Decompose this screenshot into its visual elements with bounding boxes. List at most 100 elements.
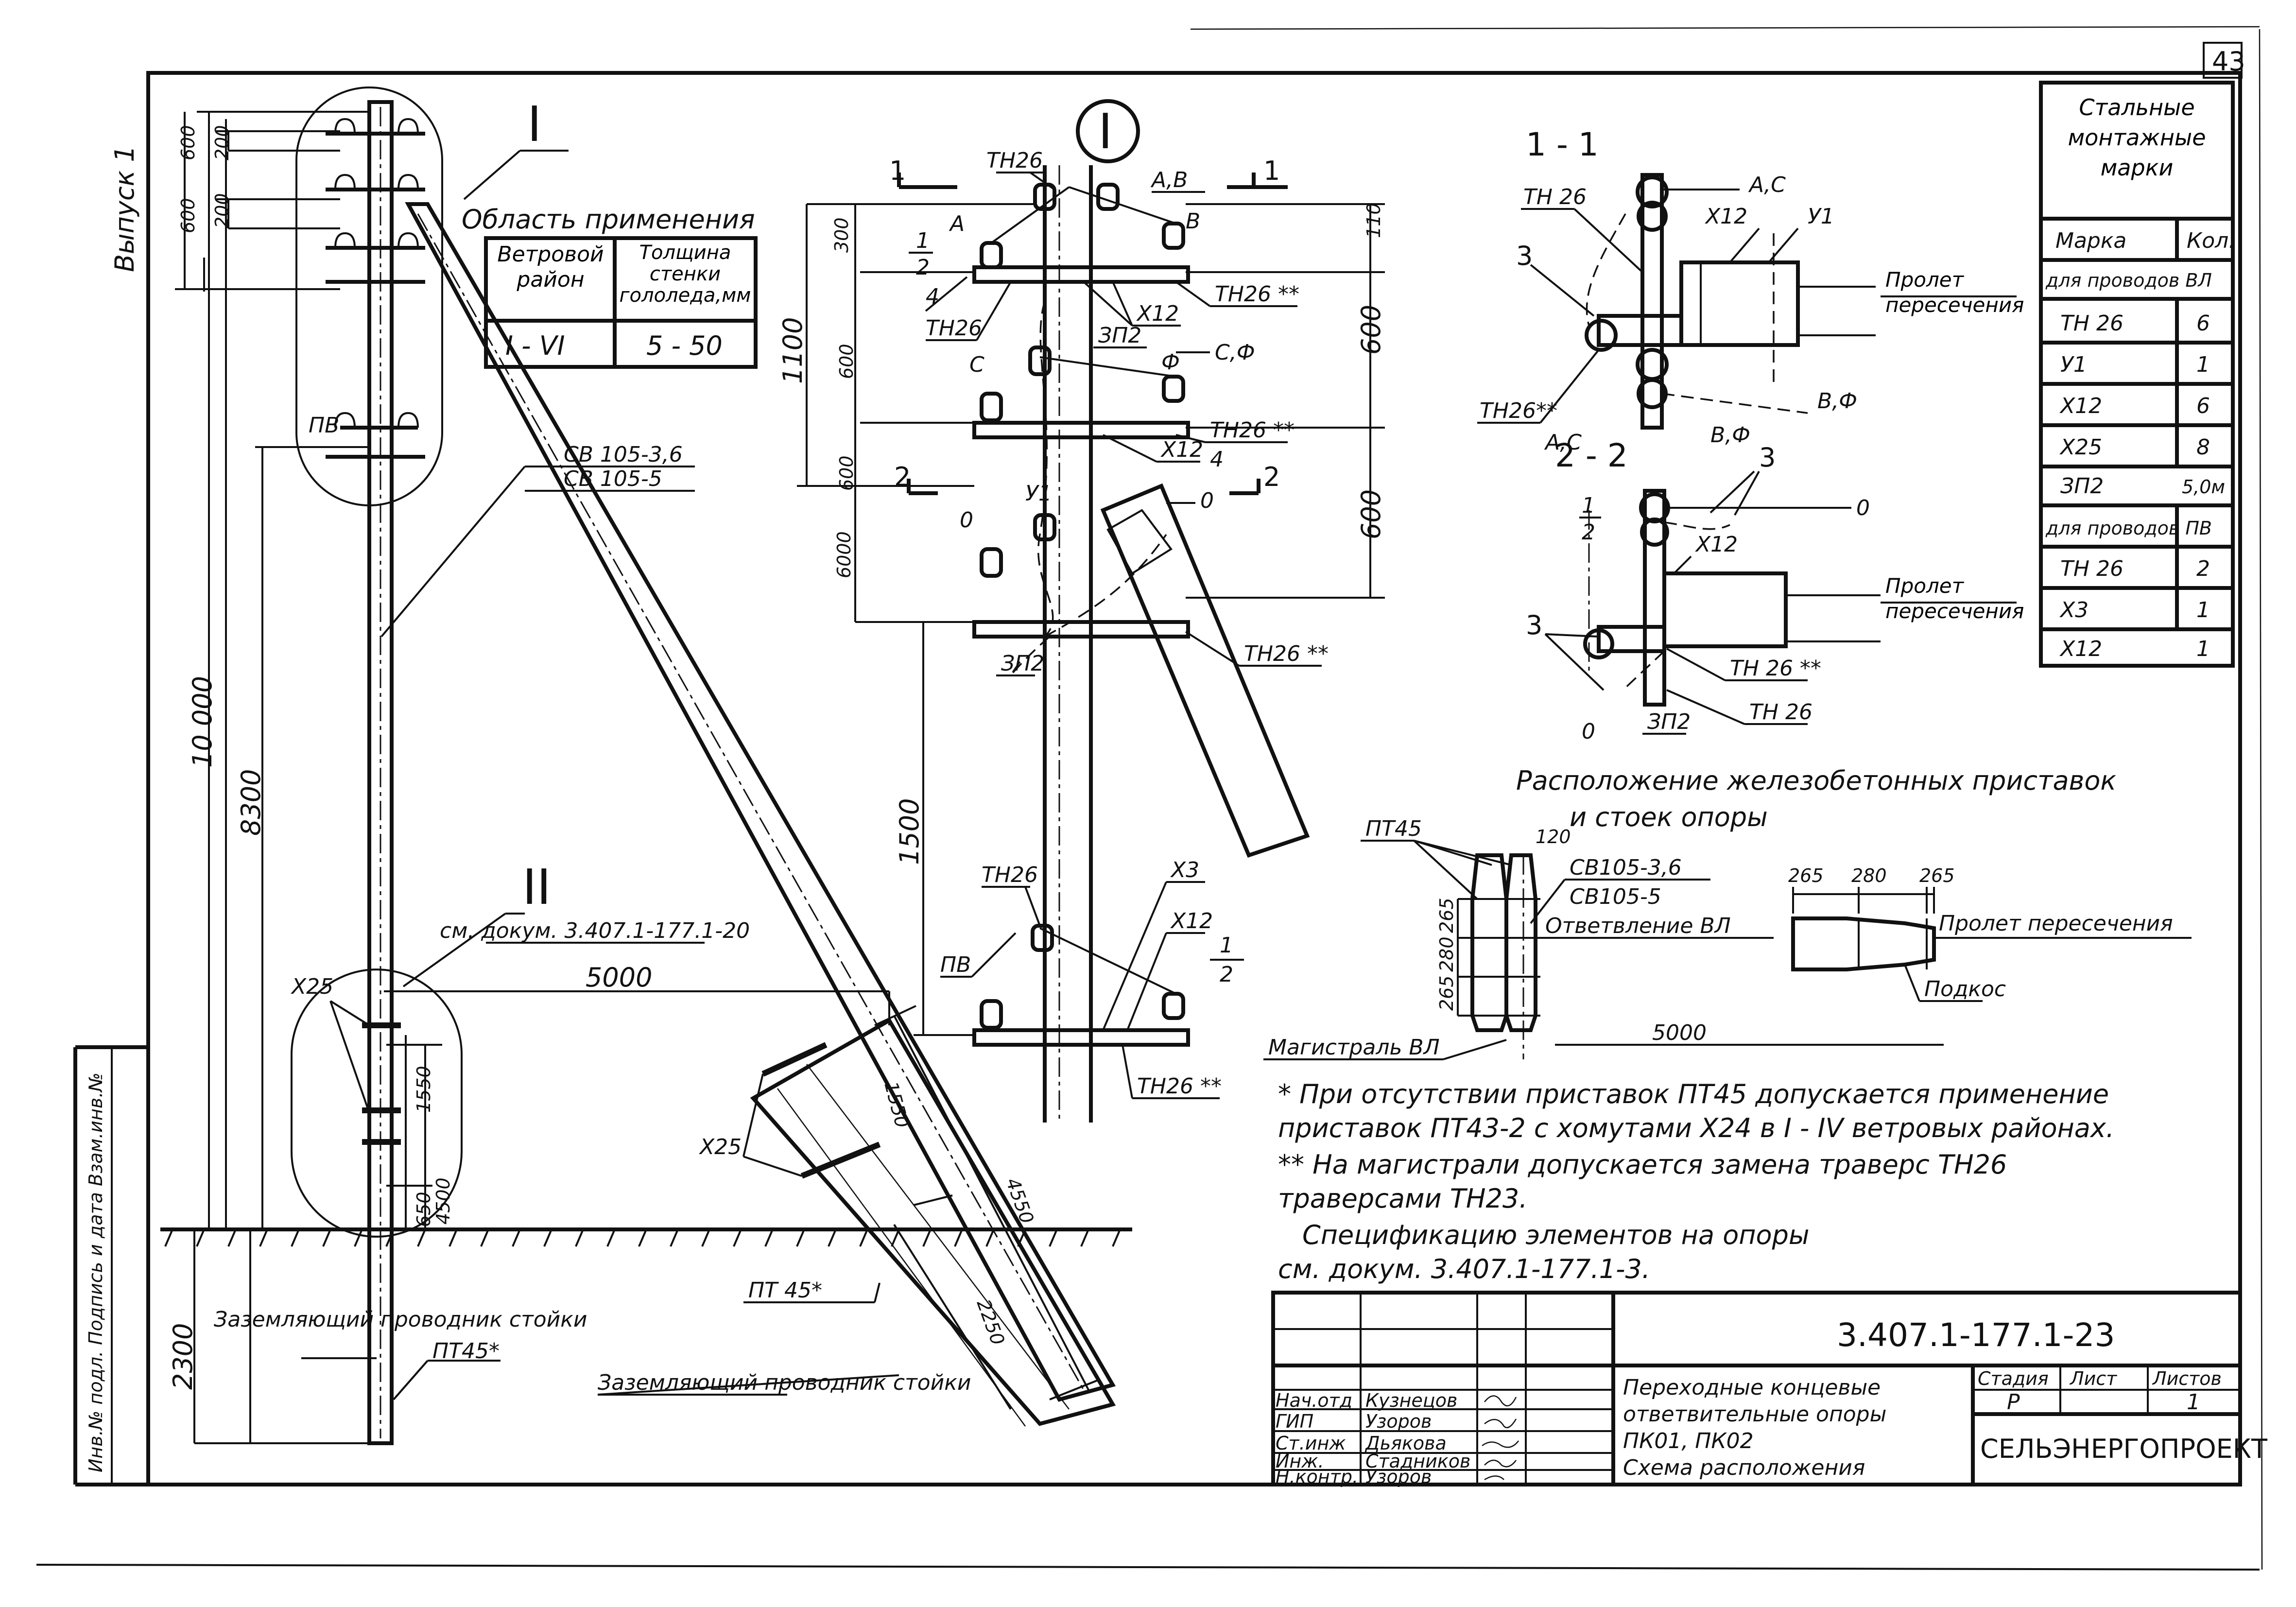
signature-role-4: Инж. xyxy=(1276,1451,1324,1472)
clamp-x25-label: Х25 xyxy=(291,974,333,999)
marks-row2-1-qty: 1 xyxy=(2196,598,2210,622)
s22-tn26-star: ТН 26 ** xyxy=(1730,656,1821,681)
label-tn26-left: ТН26 xyxy=(926,316,982,341)
s11-vf: В,Ф xyxy=(1817,389,1857,414)
dim-200-second: 200 xyxy=(211,193,233,228)
marks-row1-3-mark: Х25 xyxy=(2059,435,2102,460)
pv-label: ПВ xyxy=(309,413,339,438)
clamp-x25-label-2: Х25 xyxy=(699,1135,742,1159)
general-view: ПВ I II СВ 105-3,6 СВ 105-5 Х25 Х25 см. … xyxy=(160,86,1132,1445)
dim-650: 650 xyxy=(413,1192,434,1227)
note-line-3: ** На магистрали допускается замена трав… xyxy=(1278,1149,2007,1180)
label-4-b: 4 xyxy=(1210,447,1224,472)
dim-600-r: 600 xyxy=(1356,305,1386,355)
label-tn26-r2: ТН26 ** xyxy=(1210,418,1295,443)
label-x12-c: Х12 xyxy=(1170,909,1213,933)
s22-o-2: 0 xyxy=(1582,719,1595,744)
marks-row2-0-qty: 2 xyxy=(2196,556,2210,581)
dim-600-r2: 600 xyxy=(1356,489,1386,539)
s22-span: Пролет пересечения xyxy=(1885,574,2024,623)
marks-row1-4-mark: ЗП2 xyxy=(2060,474,2104,499)
dim-600-a: 600 xyxy=(836,344,857,379)
label-tn26-r1: ТН26 ** xyxy=(1215,282,1299,307)
dim-4500: 4500 xyxy=(432,1177,454,1225)
signature-name-5: Узоров xyxy=(1365,1466,1432,1487)
label-b: В xyxy=(1186,209,1200,234)
dim-600-b: 600 xyxy=(836,455,857,491)
marks-row1-0-mark: ТН 26 xyxy=(2060,311,2123,336)
layout-sv2: СВ105-5 xyxy=(1570,884,1661,909)
signature-role-2: ГИП xyxy=(1276,1411,1313,1432)
s11-ac: А,С xyxy=(1748,173,1786,197)
s11-x12: Х12 xyxy=(1705,204,1747,229)
stage-header: Стадия xyxy=(1978,1368,2049,1389)
layout-branch: Ответвление ВЛ xyxy=(1545,914,1731,938)
signature-role-3: Ст.инж xyxy=(1276,1433,1346,1454)
application-wind-value: I - VI xyxy=(505,330,565,361)
title-line-2: ответвительные опоры xyxy=(1623,1402,1886,1427)
signature-name-1: Кузнецов xyxy=(1365,1390,1457,1411)
sheets-value: 1 xyxy=(2187,1390,2200,1415)
dim-200-top: 200 xyxy=(211,125,233,160)
note-line-2: приставок ПТ43-2 с хомутами Х24 в I - IV… xyxy=(1278,1113,2114,1143)
s22-one: 1 xyxy=(1582,493,1595,518)
notes-block: * При отсутствии приставок ПТ45 допускае… xyxy=(1278,1079,2114,1284)
dim-1550: 1550 xyxy=(413,1066,434,1113)
marks-row2-2-qty: 1 xyxy=(2196,637,2210,661)
marks-row2-2-mark: Х12 xyxy=(2059,637,2102,661)
s11-y1: У1 xyxy=(1808,204,1834,229)
label-c: С xyxy=(969,352,984,377)
label-f: Ф xyxy=(1161,350,1180,375)
marks-col-mark: Марка xyxy=(2055,228,2126,253)
layout-dim-265-b: 265 xyxy=(1919,865,1955,886)
s22-two: 2 xyxy=(1582,520,1595,545)
marks-row1-3-qty: 8 xyxy=(2196,435,2210,460)
label-ab: А,В xyxy=(1150,168,1188,192)
label-zp2-b: ЗП2 xyxy=(1001,651,1044,676)
title-line-1: Переходные концевые xyxy=(1623,1375,1881,1400)
section-1-1: 1 - 1 ТН 26 А,С Х12 У1 3 Пролет пересече… xyxy=(1477,126,2024,455)
title-line-4: Схема расположения xyxy=(1623,1455,1865,1480)
ground-wire-label-2: Заземляющий проводник стойки xyxy=(598,1370,971,1395)
sheets-header: Листов xyxy=(2152,1368,2222,1389)
marks-group-1: для проводов ВЛ xyxy=(2045,270,2212,291)
marks-row1-2-mark: Х12 xyxy=(2059,394,2102,418)
s22-o: 0 xyxy=(1856,496,1870,520)
note-line-5: Спецификацию элементов на опоры xyxy=(1302,1220,1810,1250)
label-x12: Х12 xyxy=(1136,301,1179,326)
label-o-2: 0 xyxy=(1200,488,1214,513)
ground-wire-label: Заземляющий проводник стойки xyxy=(214,1307,587,1332)
dim-1100: 1100 xyxy=(777,317,808,384)
label-o: 0 xyxy=(960,508,973,533)
s22-three-b: 3 xyxy=(1526,610,1542,640)
stage-value: Р xyxy=(2007,1390,2020,1415)
layout-dim-280: 280 xyxy=(1851,865,1887,886)
handwritten-signatures xyxy=(1482,1395,1519,1481)
s22-x12: Х12 xyxy=(1695,532,1738,557)
s22-tn26: ТН 26 xyxy=(1749,700,1813,725)
page-number-box: 43 xyxy=(2203,42,2245,79)
s22-zp2: ЗП2 xyxy=(1647,709,1691,734)
node-II-marker: II xyxy=(522,859,551,916)
label-tn26-top: ТН26 xyxy=(986,148,1043,173)
label-fraction-den: 2 xyxy=(1220,962,1233,987)
marks-table: Стальные монтажные марки Марка Кол. для … xyxy=(2039,81,2235,668)
layout-pt45: ПТ45 xyxy=(1365,816,1422,841)
signature-name-3: Дьякова xyxy=(1364,1433,1447,1454)
see-doc-reference: см. докум. 3.407.1-177.1-20 xyxy=(440,918,750,943)
post-type-label: СВ 105-3,6 xyxy=(564,442,683,467)
dim-300: 300 xyxy=(831,217,852,253)
signature-name-4: Стадников xyxy=(1365,1451,1470,1472)
label-tn26-r3: ТН26 ** xyxy=(1244,641,1329,666)
marks-row1-1-mark: У1 xyxy=(2060,352,2087,377)
title-block: 3.407.1-177.1-23 Переходные концевые отв… xyxy=(1271,1291,2268,1487)
sheet-header: Лист xyxy=(2069,1368,2118,1389)
signature-role-5: Н.контр. xyxy=(1276,1466,1358,1487)
note-line-1: * При отсутствии приставок ПТ45 допускае… xyxy=(1278,1079,2109,1109)
label-cf: С,Ф xyxy=(1215,340,1255,365)
application-ice-value: 5 - 50 xyxy=(646,330,723,361)
section-1-1-title: 1 - 1 xyxy=(1526,126,1599,163)
section-mark-1-right: 1 xyxy=(1263,156,1280,186)
organization-name: СЕЛЬЭНЕРГОПРОЕКТ xyxy=(1980,1434,2268,1464)
